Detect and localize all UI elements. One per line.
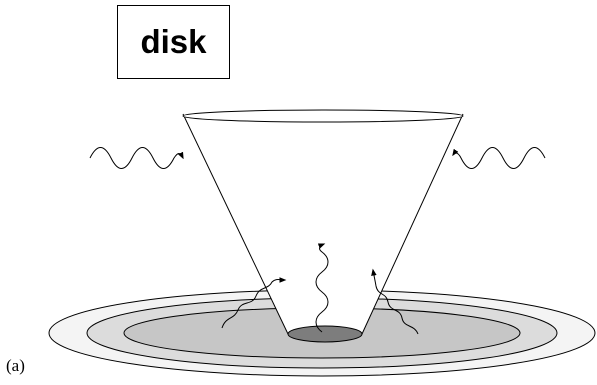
disk-label-box: disk [117, 5, 230, 79]
wavy-arrow-icon [89, 147, 184, 169]
wavy-arrow-icon [221, 277, 287, 329]
panel-label: (a) [6, 356, 25, 375]
wavy-arrow-icon [452, 147, 546, 169]
disk-label-text: disk [140, 23, 207, 60]
wavy-arrow-icon [315, 243, 329, 333]
funnel-right-edge [361, 113, 464, 335]
funnel-base [287, 325, 363, 343]
wavy-arrow-icon [371, 268, 419, 335]
funnel-body [183, 114, 463, 334]
funnel-rim [182, 109, 464, 123]
funnel-left-edge [182, 113, 289, 335]
